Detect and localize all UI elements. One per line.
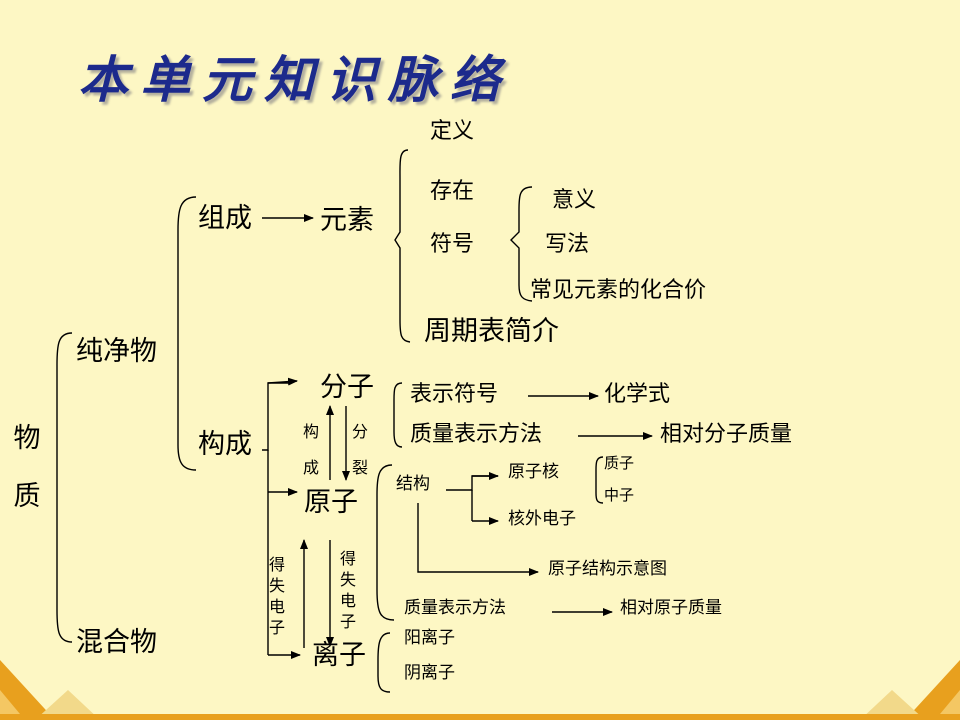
node-zucheng: 组成 bbox=[198, 203, 252, 234]
node-yanglizi: 阳离子 bbox=[404, 628, 455, 648]
label-deshidianzi-left: 得失电子 bbox=[268, 555, 285, 637]
node-yiyi: 意义 bbox=[552, 188, 597, 213]
node-fenzi: 分子 bbox=[320, 372, 374, 403]
node-jiegoutu: 原子结构示意图 bbox=[548, 559, 667, 579]
node-zhiliang-fenzi: 质量表示方法 bbox=[410, 422, 543, 447]
node-lizi: 离子 bbox=[312, 640, 366, 671]
node-jiegou: 结构 bbox=[396, 474, 430, 494]
node-dingyi: 定义 bbox=[430, 119, 475, 144]
corner-decoration bbox=[0, 660, 960, 720]
label-goucheng-small: 构成 bbox=[302, 422, 319, 477]
node-huaxueshi: 化学式 bbox=[604, 382, 671, 407]
node-cunzai: 存在 bbox=[430, 179, 475, 204]
node-xiefa: 写法 bbox=[545, 232, 590, 257]
node-chunjingwu: 纯净物 bbox=[76, 336, 157, 367]
node-zhizi: 质子 bbox=[604, 454, 635, 472]
jiegou-connector bbox=[446, 475, 498, 491]
node-hewaidianzi: 核外电子 bbox=[508, 509, 576, 529]
node-yuansu: 元素 bbox=[320, 205, 374, 236]
label-fenlie: 分裂 bbox=[351, 422, 368, 477]
brace-wuzhi bbox=[56, 332, 73, 643]
brace-yuanzihe bbox=[595, 456, 604, 504]
node-goucheng: 构成 bbox=[198, 429, 252, 460]
page-title: 本单元知识脉络 bbox=[78, 50, 512, 109]
node-xiangduiyuanzi: 相对原子质量 bbox=[620, 598, 722, 618]
goucheng-spine bbox=[262, 382, 290, 451]
brace-lizi bbox=[377, 632, 391, 693]
node-hunhewu: 混合物 bbox=[76, 627, 157, 658]
node-wuzhi: 物质 bbox=[13, 423, 41, 512]
node-biaoshifuhao: 表示符号 bbox=[410, 382, 499, 407]
brace-fuhao bbox=[510, 186, 533, 302]
arrow-to-jiegoutu bbox=[417, 503, 539, 576]
node-huahejia: 常见元素的化合价 bbox=[530, 278, 707, 303]
node-yuanzi: 原子 bbox=[304, 487, 358, 518]
brace-yuanzi bbox=[376, 464, 395, 621]
node-zhouqibiao: 周期表简介 bbox=[424, 316, 559, 347]
node-xiangduifenzi: 相对分子质量 bbox=[660, 422, 793, 447]
brace-fenzi bbox=[393, 382, 403, 448]
node-fuhao: 符号 bbox=[430, 232, 475, 257]
brace-chunjingwu bbox=[177, 196, 197, 471]
node-yuanzihe: 原子核 bbox=[508, 462, 559, 482]
label-deshidianzi-right: 得失电子 bbox=[339, 549, 356, 631]
arrow-to-fenzi bbox=[267, 377, 298, 386]
node-zhongzi: 中子 bbox=[604, 486, 635, 504]
node-yinlizi: 阴离子 bbox=[404, 663, 455, 683]
node-zhiliang-yuanzi: 质量表示方法 bbox=[404, 598, 506, 618]
brace-yuansu bbox=[394, 149, 411, 343]
